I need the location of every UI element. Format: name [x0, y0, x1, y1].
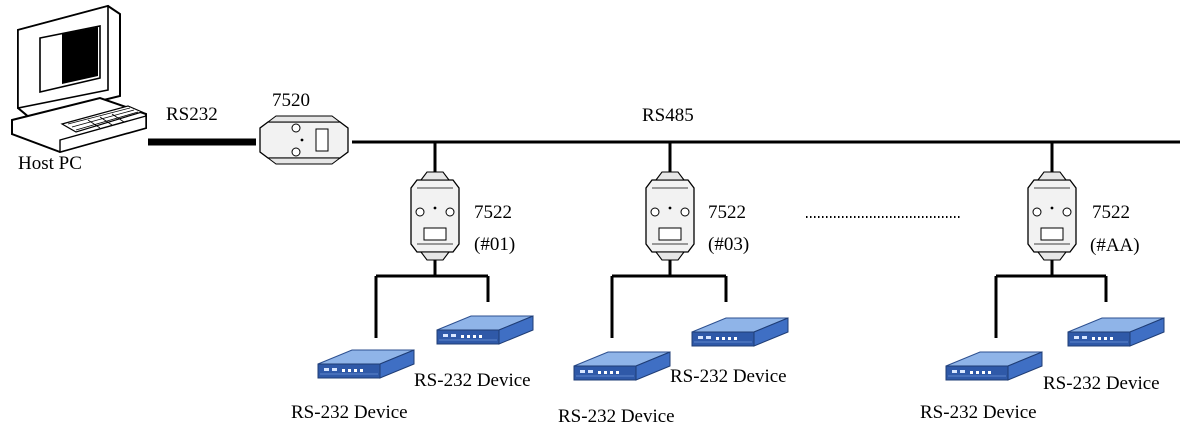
node-01-device-b-label: RS-232 Device — [414, 370, 531, 391]
node-01-device-b-icon — [436, 315, 534, 345]
node-03-device-a-icon — [573, 351, 671, 381]
node-01-model: 7522 — [474, 202, 512, 223]
rs485-label: RS485 — [642, 105, 694, 126]
node-aa-device-a-icon — [945, 351, 1043, 381]
node-aa: 7522 (#AA) RS-232 Device RS-232 Device — [920, 142, 1165, 423]
node-01-module-icon — [410, 171, 460, 261]
host-pc-label: Host PC — [18, 153, 82, 174]
node-aa-module-icon — [1027, 171, 1077, 261]
node-03-device-a-label: RS-232 Device — [558, 406, 675, 427]
node-03: 7522 (#03) RS-232 Device RS-232 Device — [558, 142, 789, 427]
node-03-module-icon — [645, 171, 695, 261]
node-01-device-a-label: RS-232 Device — [291, 402, 408, 423]
node-aa-model: 7522 — [1092, 202, 1130, 223]
converter-7520-icon — [259, 115, 349, 165]
node-03-device-b-label: RS-232 Device — [670, 366, 787, 387]
node-03-address: (#03) — [708, 234, 749, 255]
node-aa-device-b-icon — [1067, 317, 1165, 347]
node-01: 7522 (#01) RS-232 Device RS-232 Device — [291, 142, 534, 423]
node-aa-address: (#AA) — [1090, 235, 1140, 256]
node-01-address: (#01) — [474, 234, 515, 255]
node-01-device-a-icon — [317, 349, 415, 379]
host-pc-icon — [11, 4, 147, 154]
node-aa-device-b-label: RS-232 Device — [1043, 373, 1160, 394]
node-03-device-b-icon — [691, 317, 789, 347]
rs232-label: RS232 — [166, 104, 218, 125]
converter-7520-label: 7520 — [272, 90, 310, 111]
node-aa-device-a-label: RS-232 Device — [920, 402, 1037, 423]
node-03-model: 7522 — [708, 202, 746, 223]
